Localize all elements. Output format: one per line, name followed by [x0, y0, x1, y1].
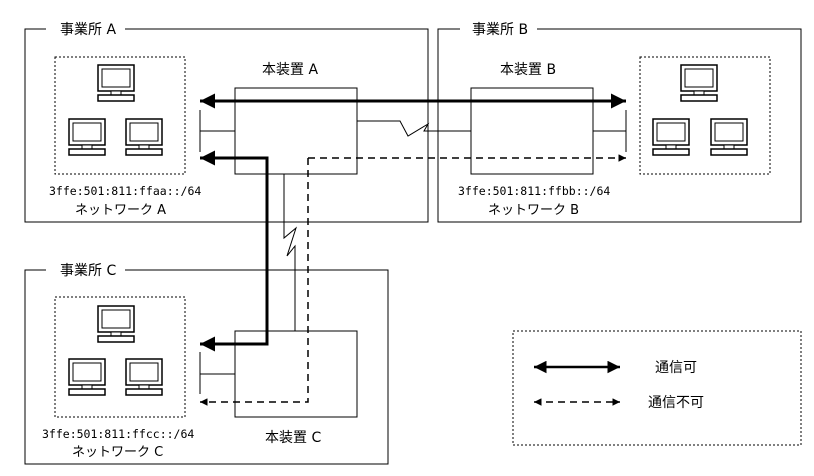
- network-b-name: ネットワーク B: [488, 203, 579, 218]
- computer-icon: [97, 64, 135, 102]
- network-a-prefix: 3ffe:501:811:ffaa::/64: [49, 184, 201, 198]
- computer-icon: [68, 118, 106, 156]
- network-a-area: [54, 56, 186, 175]
- computer-icon: [97, 305, 135, 343]
- legend-denied-label: 通信不可: [648, 395, 704, 411]
- network-a-name: ネットワーク A: [75, 203, 166, 218]
- site-a: 事業所 A 3ffe:501:811:ffaa::/64 ネットワーク A: [24, 22, 429, 223]
- computer-icon: [125, 358, 163, 396]
- lan-connectors: [199, 110, 627, 394]
- network-c-name: ネットワーク C: [72, 445, 163, 460]
- device-a-label: 本装置 A: [262, 62, 318, 78]
- path-a-c-allowed: [200, 150, 269, 352]
- device-b: 本装置 B: [470, 62, 594, 175]
- device-c: 本装置 C: [234, 330, 358, 446]
- communication-paths: [200, 93, 626, 406]
- wan-link-a-c: [283, 174, 298, 331]
- computer-icon: [125, 118, 163, 156]
- computer-icon: [652, 118, 690, 156]
- wan-link-a-b: [357, 120, 471, 137]
- legend: 通信可 通信不可: [512, 330, 802, 446]
- site-c-label: 事業所 C: [60, 263, 116, 279]
- site-a-label: 事業所 A: [60, 22, 116, 38]
- wan-links: [283, 120, 471, 331]
- computer-icon: [68, 358, 106, 396]
- device-b-label: 本装置 B: [500, 62, 556, 78]
- legend-allowed-label: 通信可: [655, 360, 697, 376]
- device-c-label: 本装置 C: [265, 430, 321, 446]
- site-b: 事業所 B 3ffe:501:811:ffbb::/64 ネットワーク B: [437, 22, 802, 223]
- network-b-prefix: 3ffe:501:811:ffbb::/64: [458, 184, 610, 198]
- site-c: 事業所 C 3ffe:501:811:ffcc::/64 ネットワーク C: [24, 263, 389, 465]
- network-b-area: [639, 56, 771, 175]
- network-c-area: [54, 296, 186, 418]
- site-b-label: 事業所 B: [472, 22, 528, 38]
- computer-icon: [680, 64, 718, 102]
- path-b-c-denied: [200, 158, 309, 406]
- computer-icon: [710, 118, 748, 156]
- network-c-prefix: 3ffe:501:811:ffcc::/64: [42, 427, 194, 441]
